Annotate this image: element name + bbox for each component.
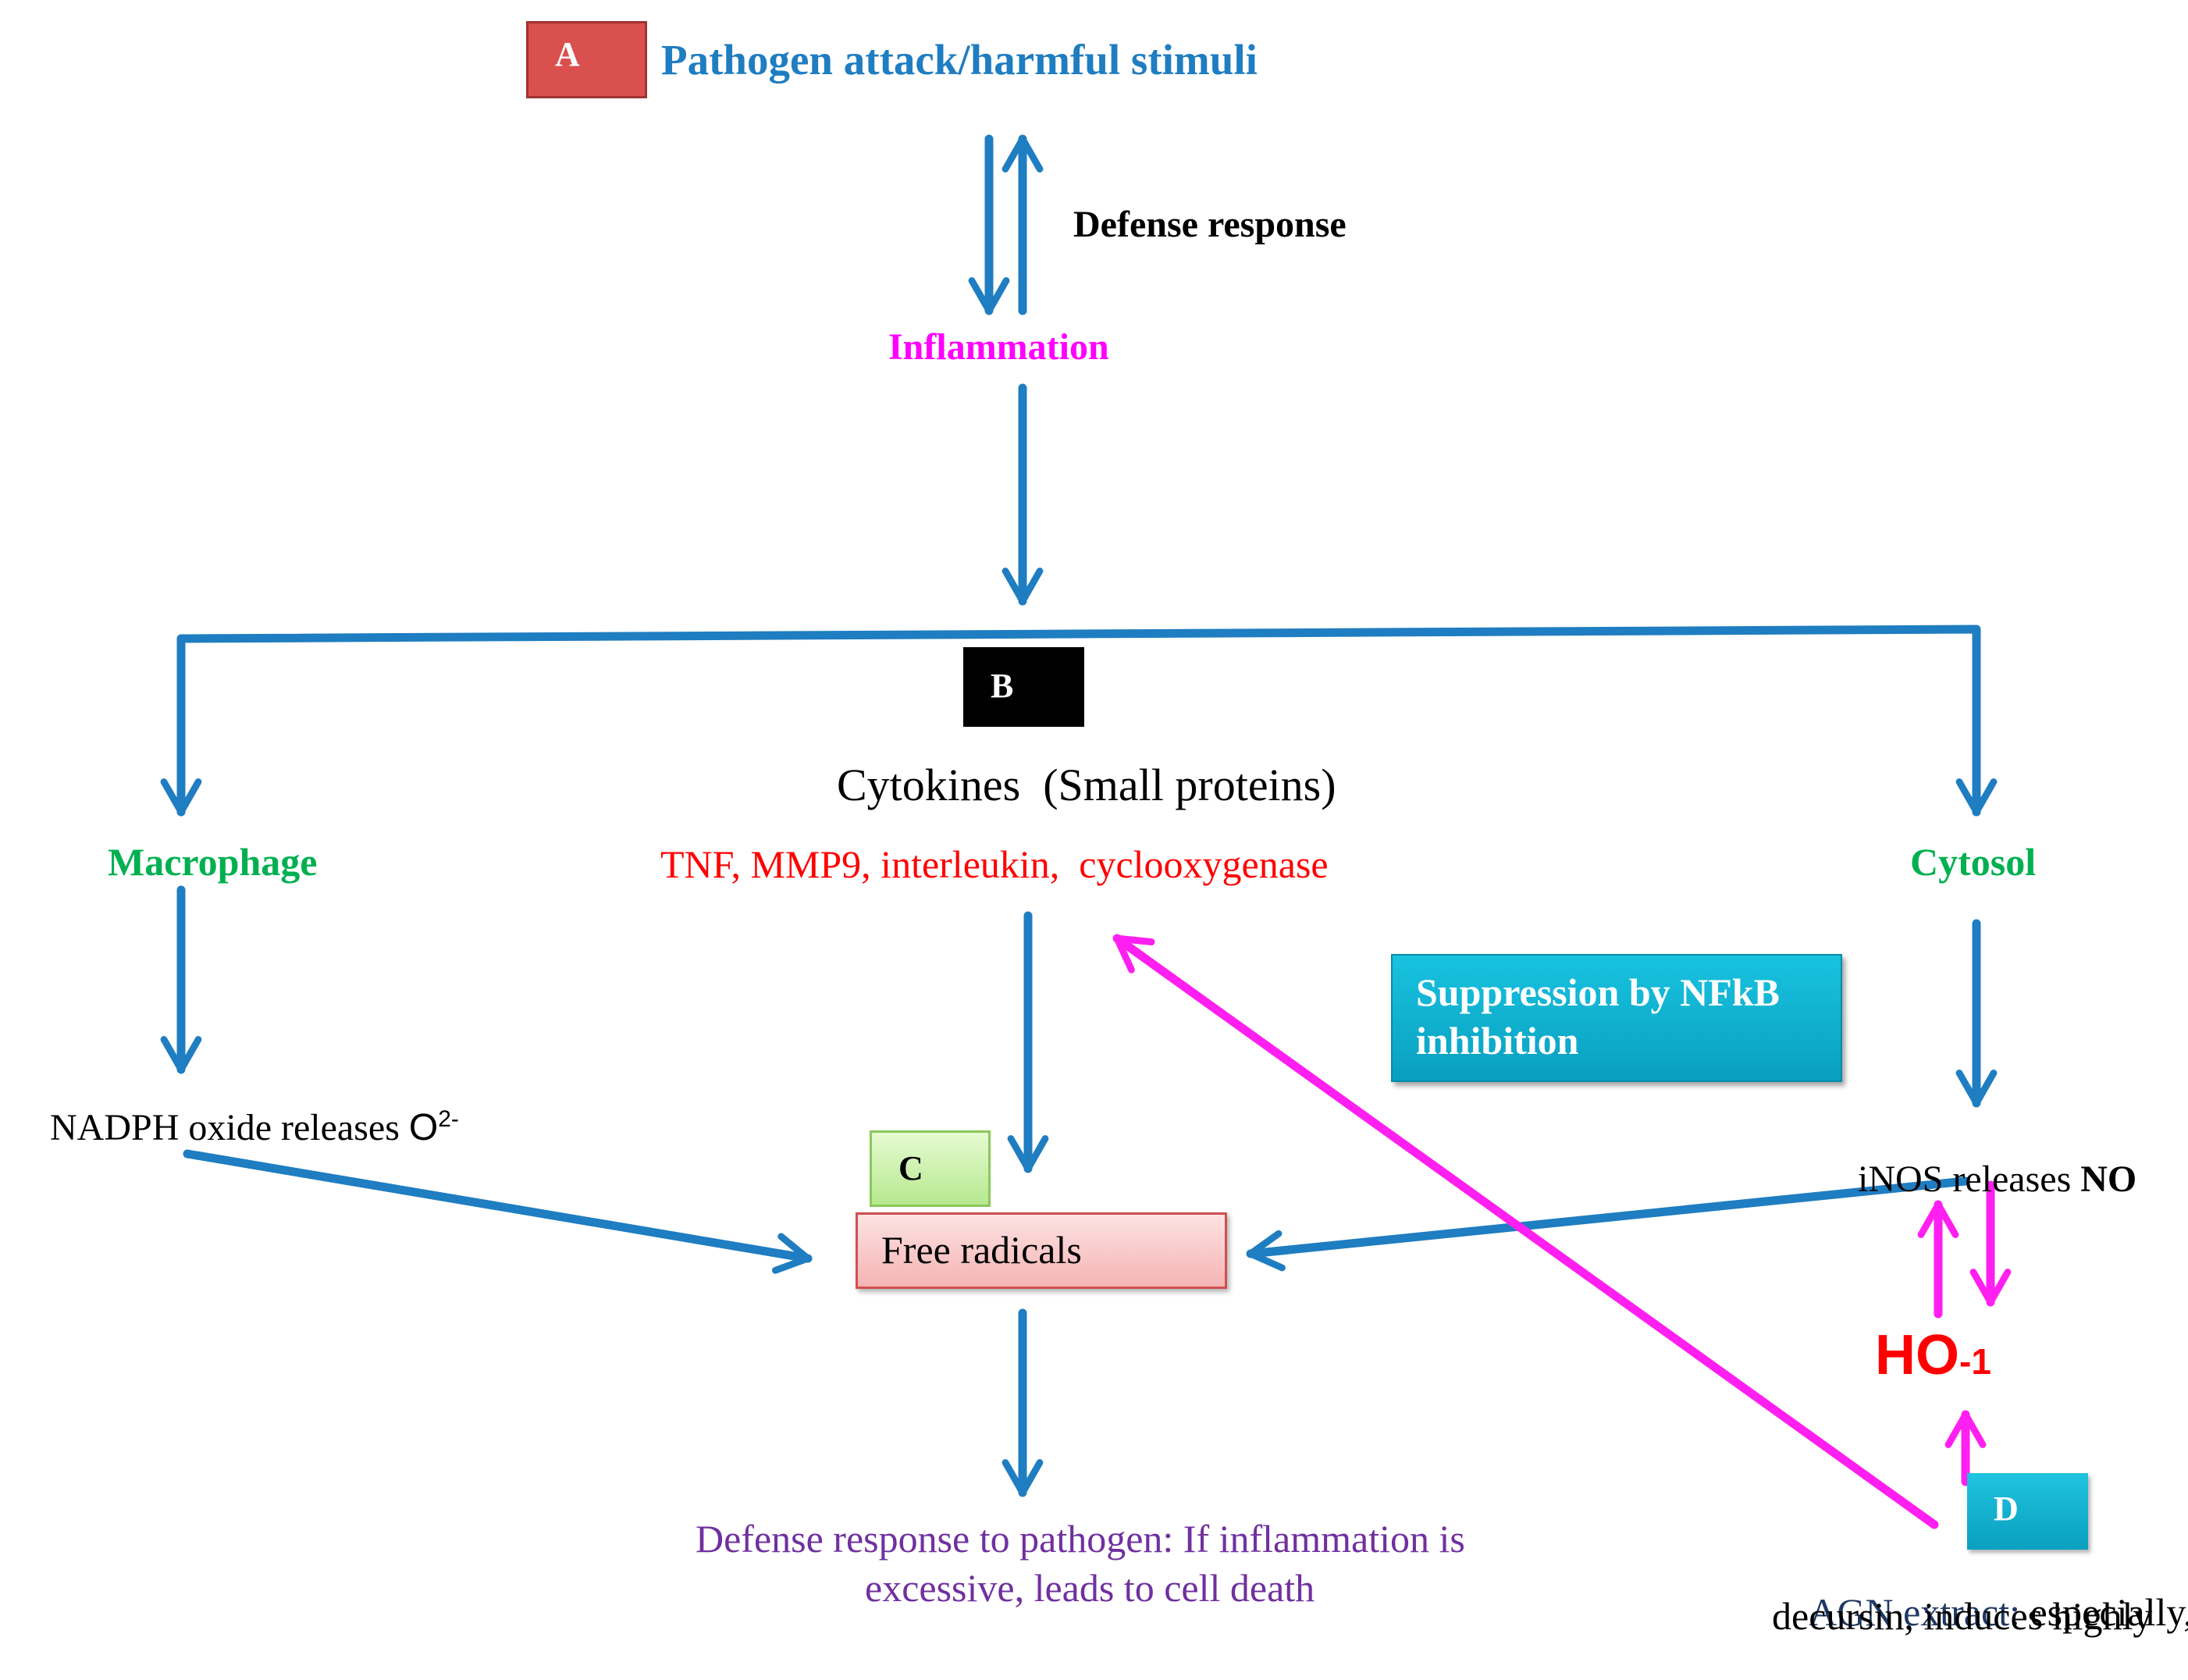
arrow-agn-to-cytokines [1112,934,1939,1529]
cytokines-label: Cytokines (Small proteins) [837,760,1336,810]
inflammation-label: Inflammation [888,326,1109,368]
panel-b-box: B [963,647,1084,727]
cytosol-label: Cytosol [1910,840,2037,884]
agn-extract-label: AGN extract: [1809,1590,2020,1634]
cytokine-list: TNF, MMP9, interleukin, cyclooxygenase [660,842,1329,886]
panel-a-label: A [555,35,580,73]
inos-text: iNOS releases [1858,1159,2081,1200]
ho1-main: HO [1875,1324,1959,1386]
outcome-line1: Defense response to pathogen: If inflamm… [696,1517,1465,1561]
agn-line1: AGN extract: especially, [1772,1544,2188,1680]
panel-a-box: A [526,21,647,98]
inos-line: iNOS releases NO [1820,1115,2136,1244]
pathogen-title: Pathogen attack/harmful stimuli [661,36,1258,84]
panel-c-label: C [898,1149,923,1187]
agn-especially: especially, [2019,1590,2188,1634]
ho1-sub: -1 [1959,1341,1991,1382]
suppression-box: Suppression by NFkB inhibition [1391,954,1842,1082]
branch-line [176,625,1981,817]
outcome-line2: excessive, leads to cell death [865,1566,1315,1610]
panel-d-label: D [1994,1490,2019,1528]
superoxide-symbol: O [408,1107,439,1148]
defense-response-label: Defense response [1073,204,1347,245]
nadph-text: NADPH oxide releases [50,1107,409,1148]
arrow-inos-to-radicals [1246,1176,1970,1272]
nadph-line: NADPH oxide releases O2- [12,1063,459,1192]
free-radicals-box: Free radicals [856,1212,1227,1289]
superoxide-charge: 2- [438,1106,459,1132]
suppression-line1: Suppression by NFkB [1416,970,1780,1014]
panel-c-box: C [870,1130,991,1207]
suppression-line2: inhibition [1416,1019,1579,1062]
macrophage-label: Macrophage [108,840,318,884]
panel-b-label: B [991,667,1014,705]
free-radicals-label: Free radicals [881,1228,1082,1272]
arrow-nadph-to-radicals [183,1149,813,1274]
panel-d-box: D [1967,1473,2088,1550]
agn-line2: decursin, induces highly [1772,1594,2153,1638]
ho1-label: HO-1 [1875,1323,1991,1387]
nitric-oxide-label: NO [2080,1159,2137,1200]
